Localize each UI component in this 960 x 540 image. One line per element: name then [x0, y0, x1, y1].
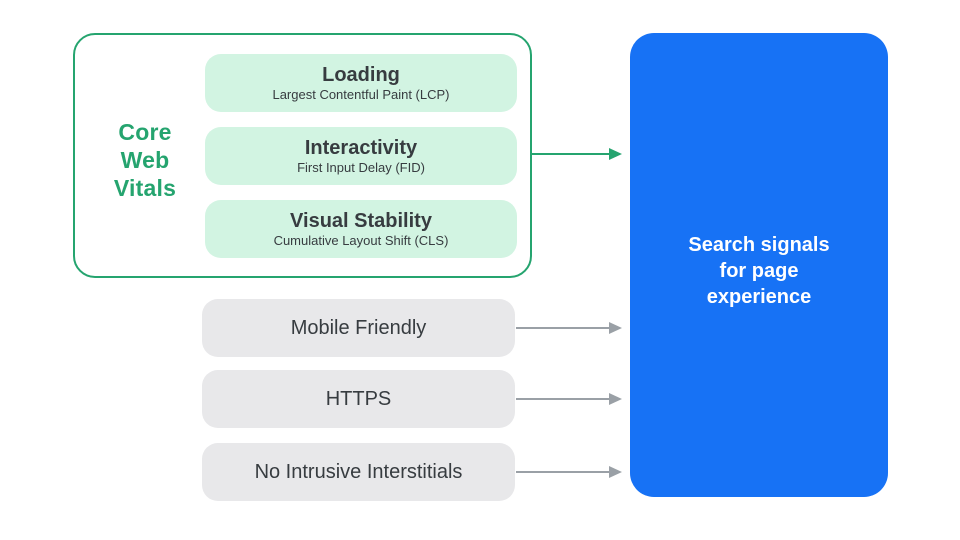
- arrow-shaft: [516, 471, 611, 473]
- signal-card-mobile-friendly: Mobile Friendly: [202, 299, 515, 357]
- vital-card-subtitle: Largest Contentful Paint (LCP): [272, 86, 450, 102]
- search-signals-label: Search signals for page experience: [688, 232, 829, 310]
- arrow-shaft: [532, 153, 611, 155]
- search-signals-label-line: experience: [706, 286, 812, 308]
- arrow-head: [609, 148, 622, 160]
- vital-card-subtitle: First Input Delay (FID): [297, 159, 425, 175]
- vital-card-title: Visual Stability: [290, 209, 432, 232]
- arrow-right-icon-mobile-friendly: [516, 322, 622, 334]
- search-signals-label-line: for page: [719, 260, 799, 282]
- core-web-vitals-label: Core Web Vitals: [95, 118, 195, 202]
- arrow-right-icon-no-intrusive-interstitials: [516, 466, 622, 478]
- signal-card-no-intrusive-interstitials: No Intrusive Interstitials: [202, 443, 515, 501]
- vital-card-subtitle: Cumulative Layout Shift (CLS): [273, 232, 449, 248]
- search-signals-label-line: Search signals: [688, 234, 830, 256]
- arrow-right-icon-https: [516, 393, 622, 405]
- signal-card-label: No Intrusive Interstitials: [254, 460, 463, 483]
- arrow-head: [609, 466, 622, 478]
- core-web-vitals-label-line: Vitals: [113, 175, 177, 201]
- arrow-head: [609, 322, 622, 334]
- core-web-vitals-label-line: Core: [118, 119, 172, 145]
- arrow-head: [609, 393, 622, 405]
- signal-card-label: Mobile Friendly: [290, 316, 427, 339]
- vital-card-title: Interactivity: [304, 136, 418, 159]
- arrow-shaft: [516, 398, 611, 400]
- search-signals-panel: Search signals for page experience: [630, 33, 888, 497]
- core-web-vitals-group: Core Web Vitals Loading Largest Contentf…: [73, 33, 532, 278]
- signal-card-https: HTTPS: [202, 370, 515, 428]
- vital-card-visual-stability: Visual Stability Cumulative Layout Shift…: [205, 200, 517, 258]
- arrow-shaft: [516, 327, 611, 329]
- vital-card-title: Loading: [322, 63, 400, 86]
- signal-card-label: HTTPS: [325, 387, 392, 410]
- core-web-vitals-label-line: Web: [120, 147, 170, 173]
- vital-card-loading: Loading Largest Contentful Paint (LCP): [205, 54, 517, 112]
- vital-card-interactivity: Interactivity First Input Delay (FID): [205, 127, 517, 185]
- arrow-right-icon-core-web-vitals: [532, 148, 622, 160]
